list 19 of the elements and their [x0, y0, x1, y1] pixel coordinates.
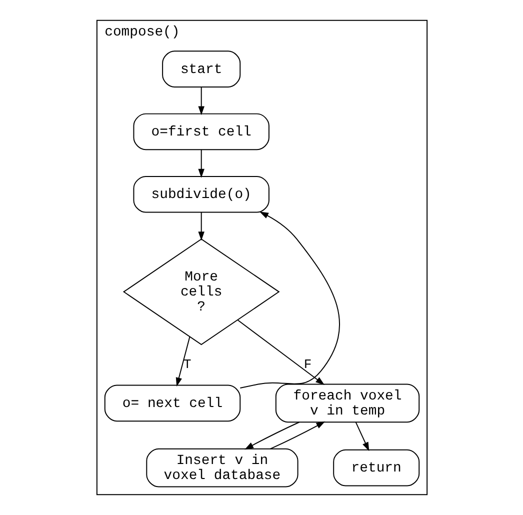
arrow	[175, 336, 190, 387]
node-box: o= next cell	[104, 384, 240, 422]
arrow	[269, 421, 325, 450]
arrow	[198, 212, 204, 241]
node-box: start	[162, 50, 240, 88]
node-box: return	[332, 449, 420, 486]
edge-label: T	[183, 356, 191, 372]
arrow	[354, 422, 369, 452]
arrow	[239, 212, 340, 388]
node-box: Insert v in voxel database	[146, 448, 298, 488]
node-box: subdivide(o)	[132, 176, 269, 213]
arrow	[236, 320, 324, 385]
arrow	[198, 86, 204, 116]
node-box: o=first cell	[132, 113, 269, 150]
arrow	[198, 149, 204, 178]
node-box: foreach voxel v in temp	[274, 384, 420, 423]
edge-label: F	[303, 356, 312, 372]
arrow	[244, 422, 300, 450]
node-diamond: More cells ?	[122, 238, 280, 346]
